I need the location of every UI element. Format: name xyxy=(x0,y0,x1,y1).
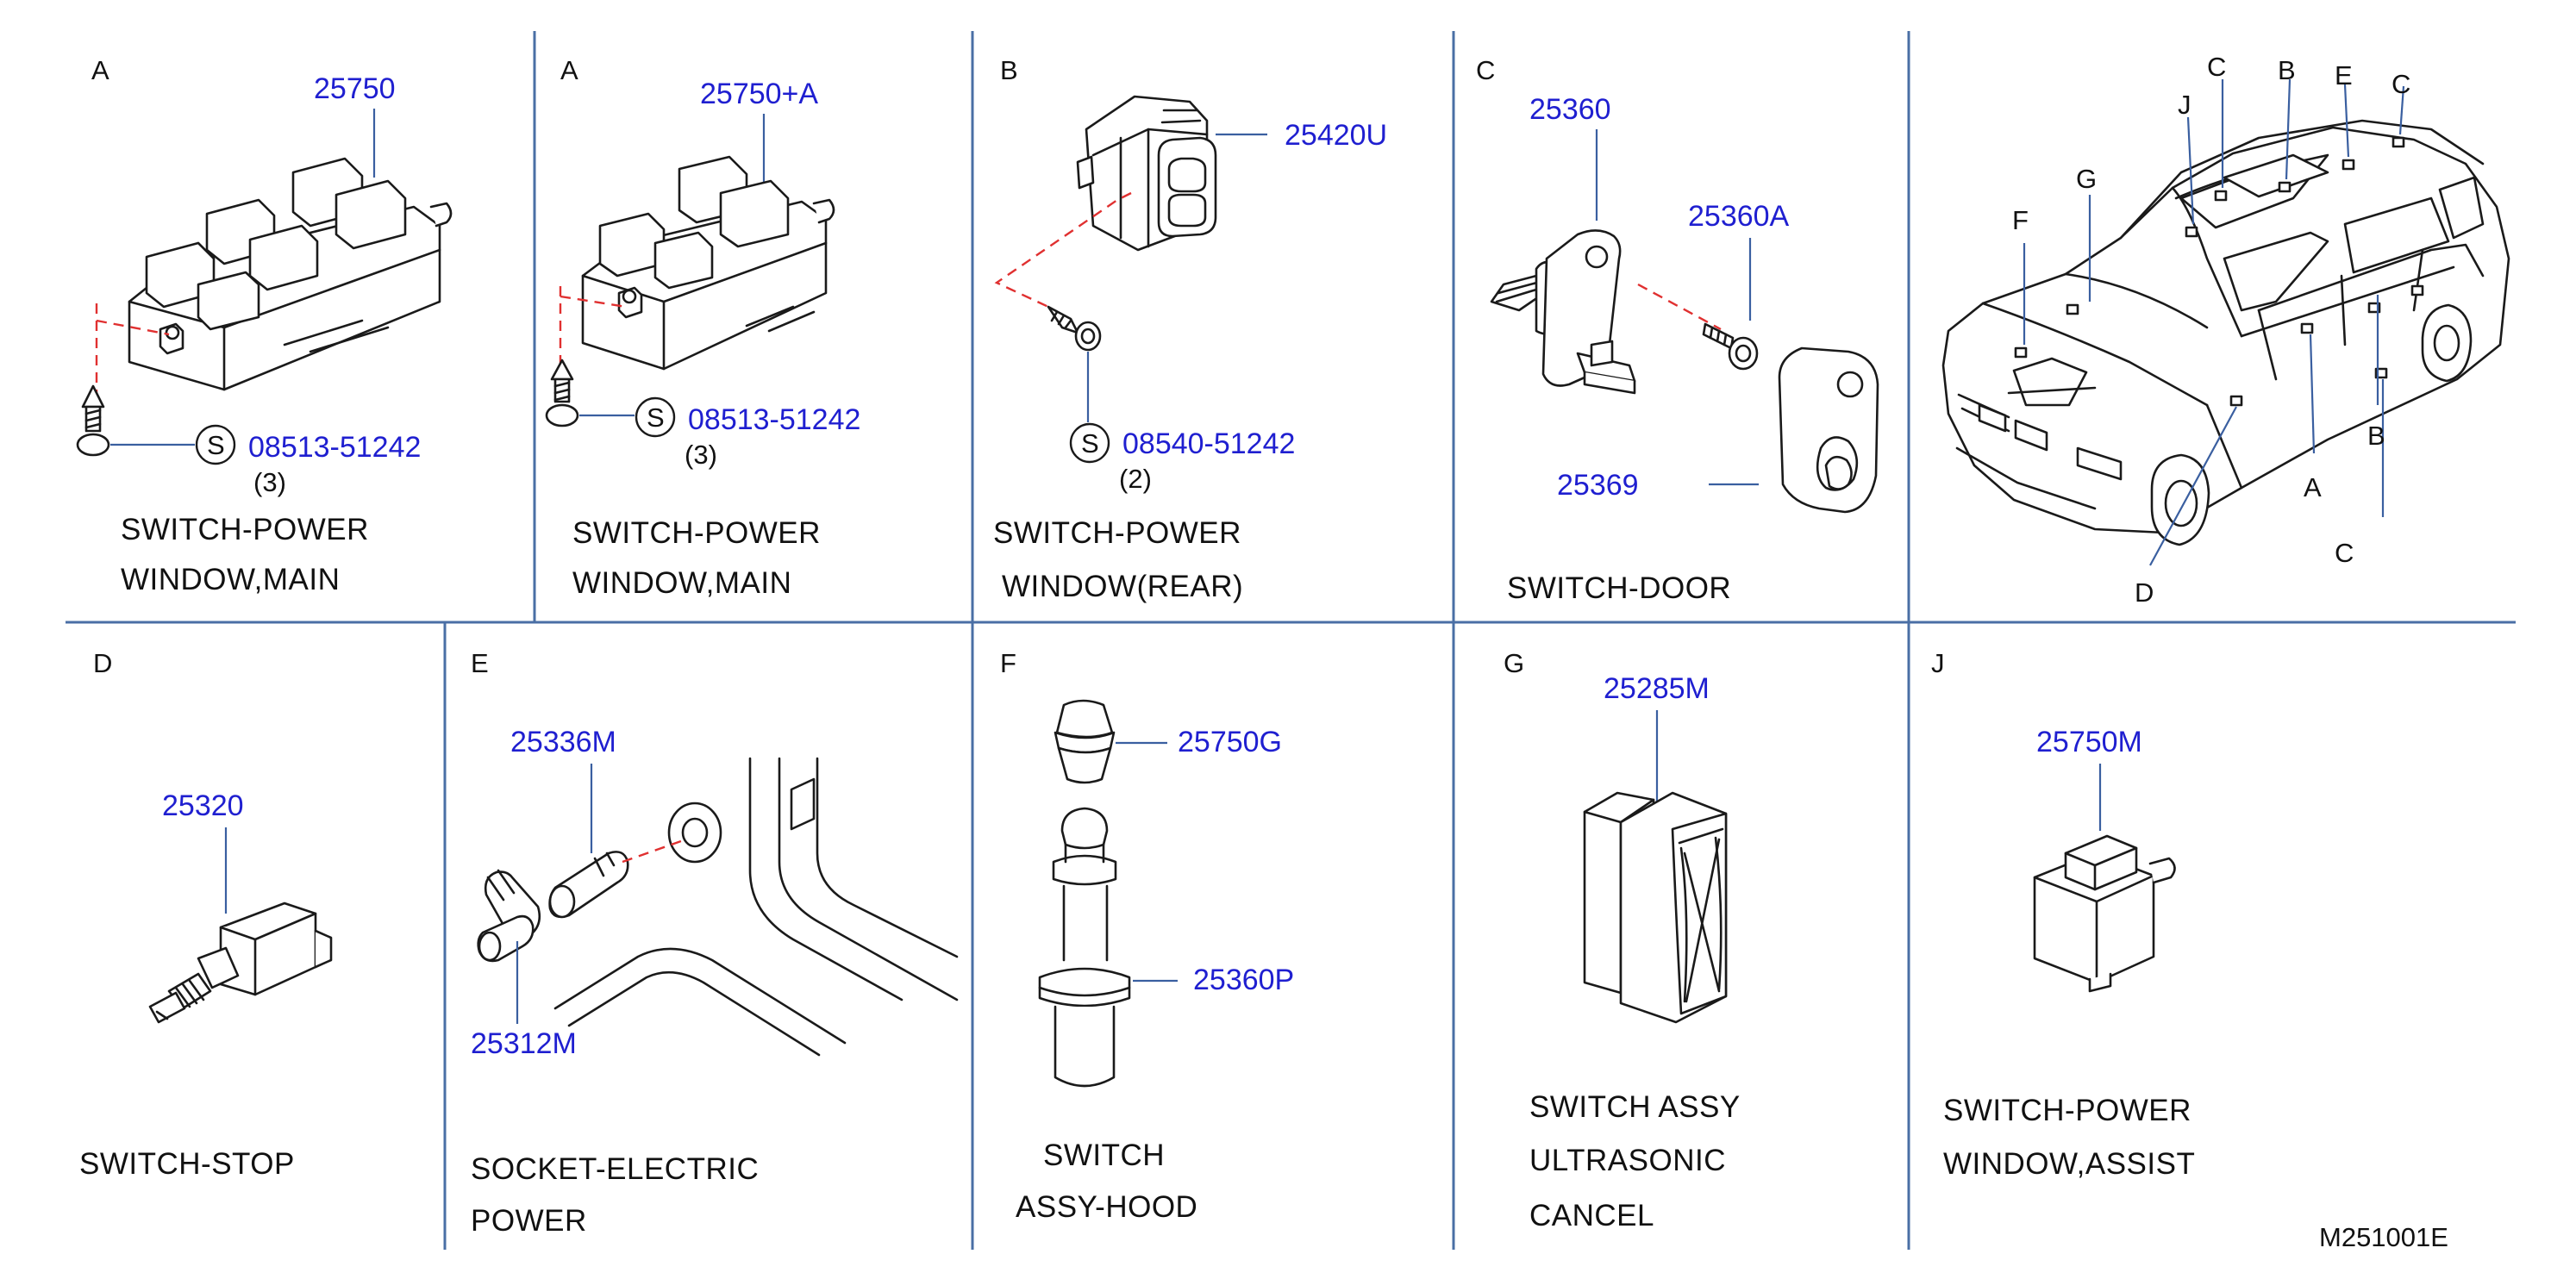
figure-code: M251001E xyxy=(2319,1222,2448,1252)
main-window-switch-drawing xyxy=(128,157,453,391)
callout-c: C xyxy=(2335,538,2354,568)
panel-j-assist: J 25750M SWITCH-POWER WINDOW,ASSIST xyxy=(1931,648,2195,1181)
panel-g-ultrasonic: G 25285M SWITCH ASSY ULTRASONIC CANCEL xyxy=(1504,648,1741,1232)
hood-switch-cap-drawing xyxy=(1054,699,1116,784)
screw-symbol: S xyxy=(647,402,665,433)
s-symbol xyxy=(195,424,236,465)
quantity: (2) xyxy=(1119,464,1152,494)
panel-a-main: A 25750 S 08513-51242 xyxy=(76,55,453,596)
part-number-25750a: 25750+A xyxy=(700,78,818,110)
callout-e: E xyxy=(2335,60,2353,90)
part-description-line1: SWITCH-POWER xyxy=(993,516,1241,550)
main-window-switch-alt-drawing xyxy=(581,155,835,371)
part-number-25336m: 25336M xyxy=(510,726,616,758)
part-description-line1: SWITCH xyxy=(1043,1139,1165,1172)
hood-switch-body-drawing xyxy=(1038,807,1131,1088)
assist-window-switch-drawing xyxy=(2033,834,2176,993)
door-switch-drawing xyxy=(1490,229,1636,395)
part-number-25360: 25360 xyxy=(1529,93,1611,126)
panel-f-hood: F 25750G 25360P SWITCH ASSY-HOOD xyxy=(1000,648,1294,1224)
part-description-line1: SOCKET-ELECTRIC xyxy=(471,1152,759,1186)
part-description-line2: WINDOW,MAIN xyxy=(572,566,791,600)
callout-b: B xyxy=(2367,421,2385,451)
quantity: (3) xyxy=(253,467,286,497)
ultrasonic-switch-drawing xyxy=(1583,791,1728,1024)
panel-e-socket: E 25336M 25312M SOCKET-ELECTRIC POWER xyxy=(471,648,959,1238)
view-label: C xyxy=(1476,55,1495,85)
part-description-line1: SWITCH-DOOR xyxy=(1507,571,1731,605)
view-label: A xyxy=(560,55,578,85)
view-label: E xyxy=(471,648,489,678)
part-number-25312m: 25312M xyxy=(471,1027,577,1060)
callout-c: C xyxy=(2207,52,2226,82)
part-number-25420u: 25420U xyxy=(1285,119,1387,152)
vehicle-overview: C B E C J G F B A C D xyxy=(1941,52,2510,608)
part-number-25320: 25320 xyxy=(162,789,244,822)
panel-b-rear: B 25420U S 08540-51242 (2) SWITCH-POWER … xyxy=(993,55,1387,603)
part-description-line2: WINDOW,ASSIST xyxy=(1943,1147,2195,1181)
part-description-line1: SWITCH-POWER xyxy=(121,513,369,546)
quantity: (3) xyxy=(685,440,717,470)
part-number-25750: 25750 xyxy=(314,72,396,105)
screw-symbol: S xyxy=(207,430,225,460)
callout-c: C xyxy=(2392,69,2410,99)
socket-drawing xyxy=(477,802,722,963)
panel-a-main-alt: A 25750+A S 08513-51242 (3) SWITCH- xyxy=(545,55,860,600)
part-description-line3: CANCEL xyxy=(1529,1199,1654,1232)
callout-d: D xyxy=(2135,577,2154,608)
part-number-08513-51242: 08513-51242 xyxy=(688,403,860,436)
part-description-line2: POWER xyxy=(471,1204,587,1238)
part-number-25750g: 25750G xyxy=(1178,726,1282,758)
part-number-25750m: 25750M xyxy=(2036,726,2142,758)
part-number-08513-51242: 08513-51242 xyxy=(248,431,421,464)
s-symbol xyxy=(635,396,676,438)
panel-c-door: C 25360 25360A 25369 S xyxy=(1476,55,1879,605)
view-label: A xyxy=(91,55,109,85)
part-description-line2: WINDOW,MAIN xyxy=(121,563,340,596)
callout-b: B xyxy=(2278,55,2296,85)
view-label: F xyxy=(1000,648,1016,678)
part-number-25369: 25369 xyxy=(1557,469,1639,502)
part-description-line2: ULTRASONIC xyxy=(1529,1144,1726,1177)
suv-drawing xyxy=(1941,119,2510,546)
vehicle-leader-lines xyxy=(2023,78,2405,566)
part-description-line1: SWITCH-POWER xyxy=(1943,1094,2191,1127)
part-number-08540-51242: 08540-51242 xyxy=(1122,427,1295,460)
part-description-line1: SWITCH-STOP xyxy=(79,1147,295,1181)
stop-switch-drawing xyxy=(148,902,333,1024)
panel-opening-drawing xyxy=(553,757,959,1057)
screw-drawing xyxy=(1047,305,1102,352)
door-switch-boot-drawing xyxy=(1778,346,1879,514)
view-label: D xyxy=(93,648,112,678)
screw-drawing xyxy=(76,384,110,457)
s-symbol xyxy=(1069,422,1110,464)
screw-symbol: S xyxy=(1081,428,1099,459)
callout-f: F xyxy=(2012,205,2029,235)
part-description-line1: SWITCH-POWER xyxy=(572,516,821,550)
panel-d-stop: D 25320 SWITCH-STOP xyxy=(79,648,333,1181)
part-number-25360p: 25360P xyxy=(1193,964,1294,996)
callout-g: G xyxy=(2076,164,2097,194)
part-number-25360a: 25360A xyxy=(1688,200,1790,233)
callout-a: A xyxy=(2304,472,2322,502)
panel-grid xyxy=(66,31,2516,1250)
screw-drawing xyxy=(545,359,579,427)
view-label: G xyxy=(1504,648,1524,678)
part-number-25285m: 25285M xyxy=(1604,672,1710,705)
part-description-line2: ASSY-HOOD xyxy=(1016,1190,1197,1224)
part-description-line1: SWITCH ASSY xyxy=(1529,1090,1741,1124)
door-switch-screw-drawing xyxy=(1702,322,1759,371)
vehicle-location-markers xyxy=(2014,136,2424,407)
callout-j: J xyxy=(2178,90,2191,120)
view-label: J xyxy=(1931,648,1945,678)
part-description-line2: WINDOW(REAR) xyxy=(1002,570,1243,603)
view-label: B xyxy=(1000,55,1018,85)
rear-window-switch-drawing xyxy=(1076,95,1217,252)
